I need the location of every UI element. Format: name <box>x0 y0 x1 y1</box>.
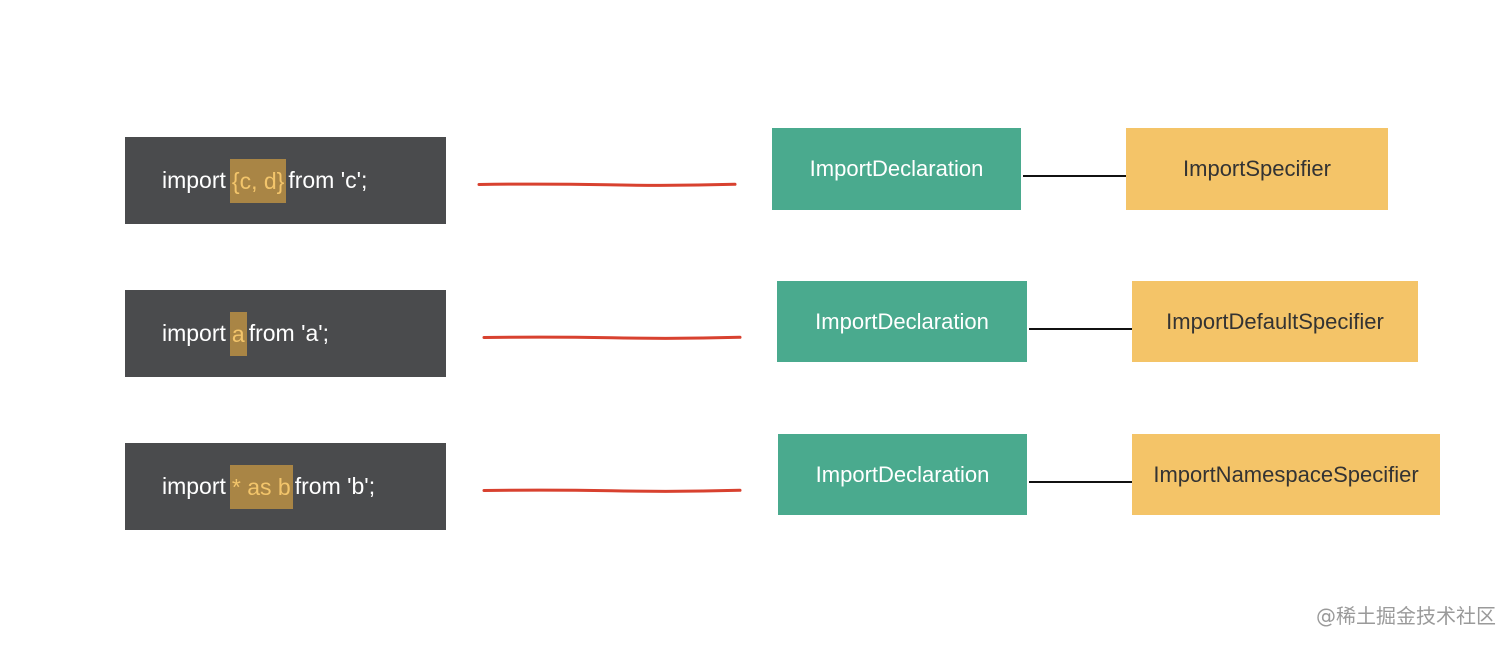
import-namespace-specifier-node: ImportNamespaceSpecifier <box>1132 434 1440 515</box>
tree-edge-1 <box>1023 175 1126 177</box>
code-highlight: a <box>229 311 247 356</box>
code-highlight: * as b <box>229 464 293 509</box>
import-declaration-node-2: ImportDeclaration <box>777 281 1027 362</box>
red-connector-line-1 <box>477 182 737 187</box>
import-declaration-node-3: ImportDeclaration <box>778 434 1027 515</box>
code-source: from 'b'; <box>294 473 376 499</box>
import-declaration-node-1: ImportDeclaration <box>772 128 1021 210</box>
red-connector-line-2 <box>482 335 742 340</box>
code-keyword: import <box>162 167 226 193</box>
code-source: from 'c'; <box>288 167 368 193</box>
code-highlight: {c, d} <box>229 158 287 203</box>
tree-edge-2 <box>1029 328 1132 330</box>
code-keyword: import <box>162 473 226 499</box>
tree-edge-3 <box>1029 481 1132 483</box>
red-connector-line-3 <box>482 488 742 493</box>
import-default-specifier-node: ImportDefaultSpecifier <box>1132 281 1418 362</box>
watermark: @稀土掘金技术社区 <box>1316 604 1496 628</box>
code-source: from 'a'; <box>248 320 330 346</box>
code-snippet-1: import{c, d}from 'c'; <box>125 137 446 224</box>
import-specifier-node: ImportSpecifier <box>1126 128 1388 210</box>
code-keyword: import <box>162 320 226 346</box>
